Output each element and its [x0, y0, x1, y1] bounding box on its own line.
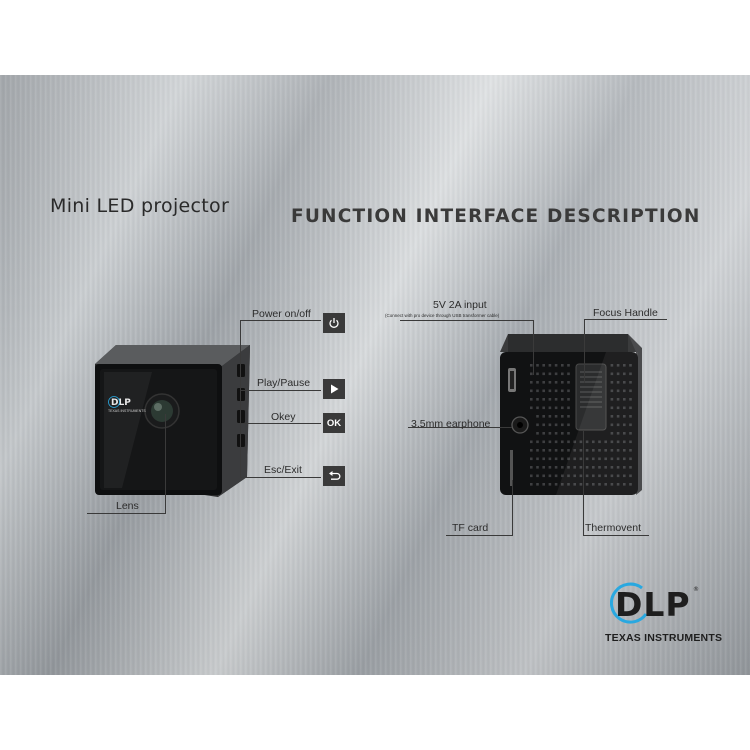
play-icon	[331, 384, 339, 394]
texas-instruments-text: TEXAS INSTRUMENTS	[605, 632, 723, 644]
dlp-logo-text: DLP	[615, 585, 691, 624]
tf-card-label: TF card	[452, 522, 489, 534]
focus-handle-label: Focus Handle	[593, 307, 658, 319]
input-connector-vertical	[533, 320, 534, 375]
dlp-ring-icon	[610, 582, 648, 624]
projector-back-image	[500, 334, 642, 495]
focus-connector-horizontal	[584, 319, 667, 320]
input-label: 5V 2A input	[433, 299, 487, 311]
lens-connector-horizontal	[87, 513, 166, 514]
ok-connector-line	[240, 423, 321, 424]
lens-label: Lens	[116, 500, 139, 512]
earphone-connector-line	[408, 427, 512, 428]
esc-exit-button[interactable]	[323, 466, 345, 486]
thermo-connector-vertical	[583, 430, 584, 536]
lens-connector-vertical	[165, 414, 166, 514]
tf-connector-horizontal	[446, 535, 513, 536]
ok-label: Okey	[271, 411, 296, 423]
svg-text:DLP: DLP	[111, 398, 131, 408]
focus-connector-vertical	[584, 319, 585, 383]
esc-connector-line	[240, 477, 321, 478]
product-subtitle: Mini LED projector	[50, 195, 230, 217]
play-pause-button[interactable]	[323, 379, 345, 399]
earphone-label: 3.5mm earphone	[411, 418, 491, 430]
play-connector-line	[240, 390, 321, 391]
back-arrow-icon	[328, 471, 340, 480]
input-note: (Connect with pro device through USB tra…	[385, 313, 500, 318]
vent-grille	[530, 364, 632, 486]
tf-connector-vertical	[512, 480, 513, 536]
page-title: FUNCTION INTERFACE DESCRIPTION	[291, 206, 701, 227]
dlp-texas-instruments-logo: DLP ® TEXAS INSTRUMENTS	[605, 582, 722, 646]
ok-button[interactable]: OK	[323, 413, 345, 433]
power-icon	[329, 318, 339, 328]
registered-mark: ®	[693, 586, 699, 593]
power-connector-line	[240, 320, 321, 321]
thermovent-label: Thermovent	[585, 522, 642, 534]
play-pause-label: Play/Pause	[257, 377, 311, 389]
power-label: Power on/off	[252, 308, 311, 320]
svg-text:TEXAS INSTRUMENTS: TEXAS INSTRUMENTS	[108, 409, 146, 413]
power-button[interactable]	[323, 313, 345, 333]
esc-exit-label: Esc/Exit	[264, 464, 302, 476]
thermo-connector-horizontal	[583, 535, 649, 536]
projector-front-image: DLP TEXAS INSTRUMENTS	[95, 345, 250, 497]
front-vertical-connector	[240, 320, 241, 477]
input-connector-horizontal	[400, 320, 534, 321]
